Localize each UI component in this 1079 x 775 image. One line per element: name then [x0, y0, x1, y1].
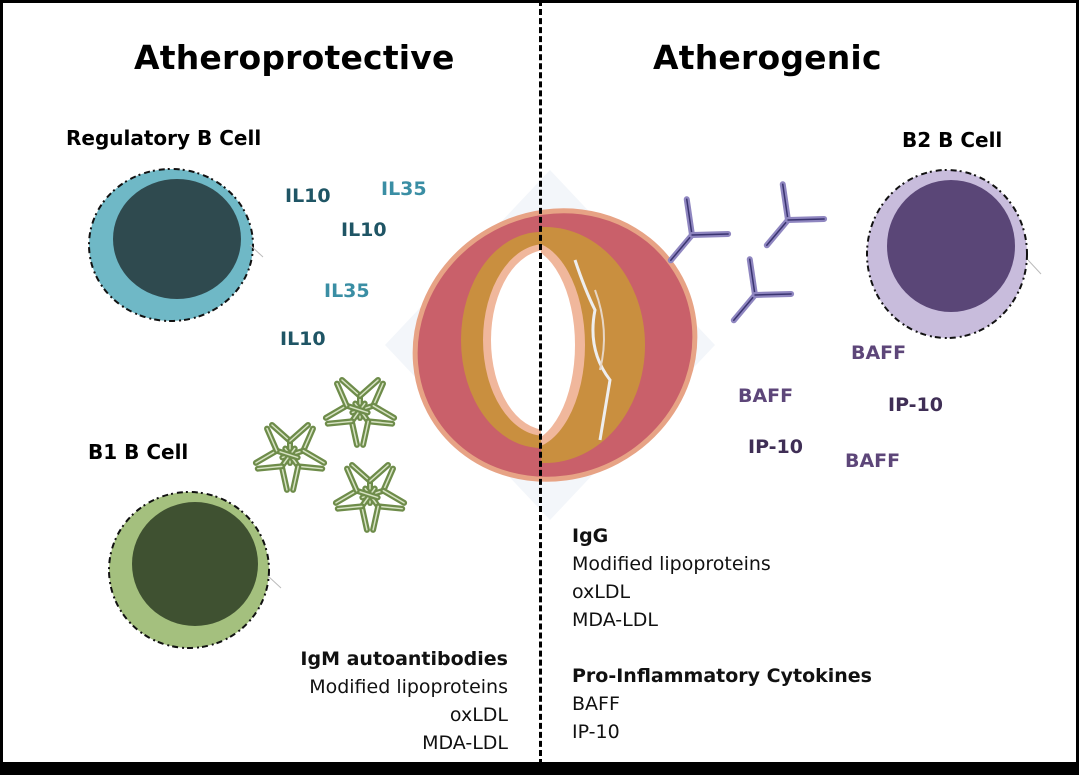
cytokine-baff: BAFF — [845, 450, 901, 472]
panel-divider — [539, 0, 542, 765]
b1-b-cell-icon — [108, 491, 282, 649]
b2-b-cell-label: B2 B Cell — [902, 128, 1003, 152]
igg-summary-line: MDA-LDL — [572, 609, 658, 631]
igm-summary-line: oxLDL — [449, 704, 508, 726]
igm-arm — [269, 422, 311, 466]
igg-monomer — [763, 181, 828, 249]
igg-antibodies-icon — [667, 181, 828, 324]
cytokine-baff: BAFF — [738, 385, 794, 407]
igg-summary-line: oxLDL — [572, 581, 631, 603]
cytokine-ip10: IP-10 — [888, 394, 943, 416]
igg-summary-line: Modified lipoproteins — [572, 553, 771, 575]
igg-monomer — [730, 256, 795, 324]
cytokine-il10: IL10 — [341, 219, 387, 241]
regulatory-b-cell-label: Regulatory B Cell — [66, 126, 262, 150]
igm-antibodies-icon — [252, 377, 408, 533]
cytokine-baff: BAFF — [851, 342, 907, 364]
cytokine-il35: IL35 — [381, 178, 427, 200]
right-panel-title: Atherogenic — [653, 38, 882, 77]
igm-arm — [252, 425, 301, 466]
cytokine-il10: IL10 — [280, 328, 326, 350]
left-panel-title: Atheroprotective — [134, 38, 455, 77]
igm-summary-line: MDA-LDL — [422, 732, 508, 754]
artery-cross-section-icon — [412, 208, 698, 482]
atherogenic-summary: IgG Modified lipoproteins oxLDL MDA-LDL … — [572, 522, 872, 746]
igg-summary-heading: IgG — [572, 525, 609, 547]
b2-b-cell-icon — [866, 169, 1042, 339]
cytokines-summary-line: BAFF — [572, 693, 620, 715]
cytokine-il35: IL35 — [324, 280, 370, 302]
regulatory-b-cell-icon — [88, 168, 264, 322]
cytokine-ip10: IP-10 — [748, 436, 803, 458]
igm-arm — [322, 380, 371, 421]
cytokines-summary-line: IP-10 — [572, 721, 620, 743]
igm-summary: IgM autoantibodies Modified lipoproteins… — [300, 645, 508, 757]
spacer — [572, 634, 872, 662]
cytokines-summary-heading: Pro-Inflammatory Cytokines — [572, 665, 872, 687]
cytokine-il10: IL10 — [285, 185, 331, 207]
igm-arm — [332, 465, 381, 506]
igg-monomer — [667, 196, 732, 264]
igm-summary-heading: IgM autoantibodies — [300, 648, 508, 670]
b1-b-cell-label: B1 B Cell — [88, 440, 189, 464]
igm-summary-line: Modified lipoproteins — [309, 676, 508, 698]
